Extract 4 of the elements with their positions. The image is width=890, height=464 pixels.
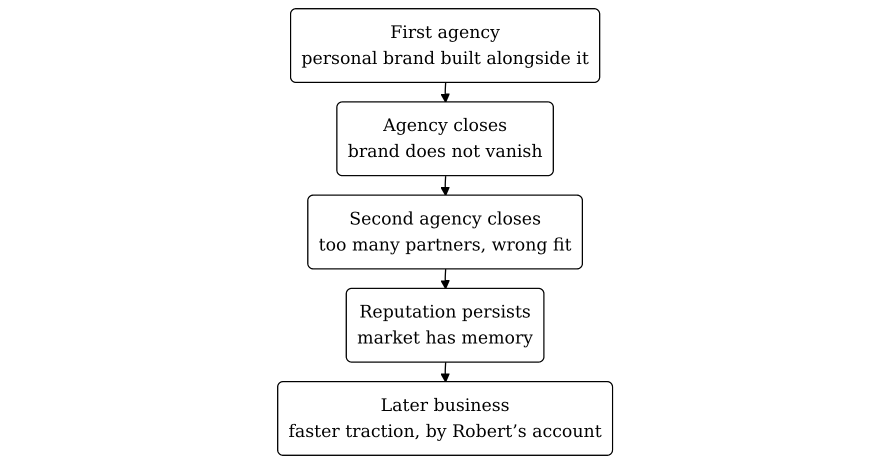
arrow: [440, 269, 450, 290]
arrow: [440, 176, 450, 196]
arrow: [440, 362, 450, 383]
arrow: [440, 82, 450, 103]
